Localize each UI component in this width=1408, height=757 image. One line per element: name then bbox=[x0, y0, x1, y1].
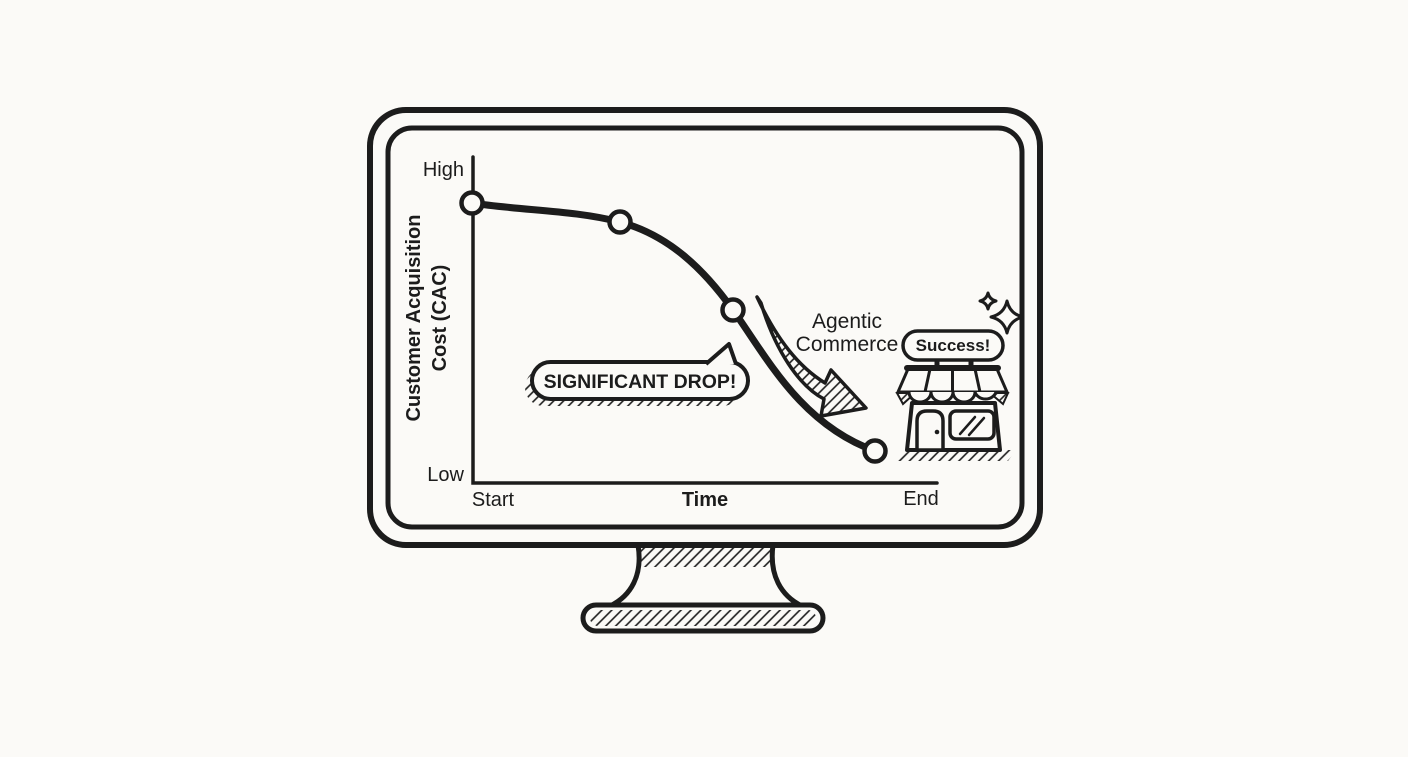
agentic-commerce-annotation: Agentic Commerce bbox=[755, 295, 899, 418]
agentic-commerce-label-line2: Commerce bbox=[796, 333, 899, 356]
store-ground-shadow bbox=[893, 450, 1016, 461]
cac-curve-line bbox=[468, 199, 879, 455]
window-glare bbox=[967, 416, 986, 437]
window-glare bbox=[958, 415, 977, 436]
data-point bbox=[459, 190, 485, 216]
awning-divider bbox=[923, 368, 932, 393]
monitor bbox=[367, 107, 1043, 634]
monitor-stand-base-hatch bbox=[590, 610, 816, 626]
data-point bbox=[862, 438, 888, 464]
y-axis-title-line1: Customer Acquisition bbox=[403, 214, 425, 421]
data-point bbox=[607, 209, 633, 235]
curved-down-arrow-icon bbox=[755, 295, 868, 418]
y-tick-high-label: High bbox=[423, 159, 464, 181]
cac-chart: High Low Customer Acquisition Cost (CAC)… bbox=[403, 155, 939, 511]
x-axis-title: Time bbox=[682, 489, 728, 511]
monitor-stand-neck-hatch bbox=[610, 545, 802, 567]
y-axis-title: Customer Acquisition Cost (CAC) bbox=[403, 214, 451, 421]
awning-divider bbox=[973, 368, 982, 393]
sparkle-icon bbox=[978, 291, 998, 311]
success-label: Success! bbox=[916, 336, 991, 355]
bubble-pill bbox=[530, 360, 750, 401]
y-axis-title-line2: Cost (CAC) bbox=[429, 265, 451, 372]
chart-axes bbox=[471, 155, 939, 485]
success-sign bbox=[901, 329, 1005, 362]
y-tick-low-label: Low bbox=[427, 464, 464, 486]
store-door bbox=[915, 409, 945, 452]
significant-drop-label: SIGNIFICANT DROP! bbox=[544, 371, 737, 393]
data-point bbox=[720, 297, 746, 323]
sparkle-icon bbox=[989, 299, 1025, 335]
monitor-screen bbox=[385, 125, 1025, 530]
storefront: Success! bbox=[893, 291, 1025, 461]
significant-drop-bubble: SIGNIFICANT DROP! bbox=[525, 342, 750, 406]
agentic-commerce-label-line1: Agentic bbox=[812, 310, 882, 333]
bubble-pointer bbox=[704, 342, 738, 366]
door-knob bbox=[934, 429, 940, 435]
awning-scallops bbox=[907, 391, 998, 404]
x-tick-start-label: Start bbox=[472, 489, 515, 511]
x-tick-end-label: End bbox=[903, 488, 939, 510]
store-window bbox=[948, 409, 996, 441]
